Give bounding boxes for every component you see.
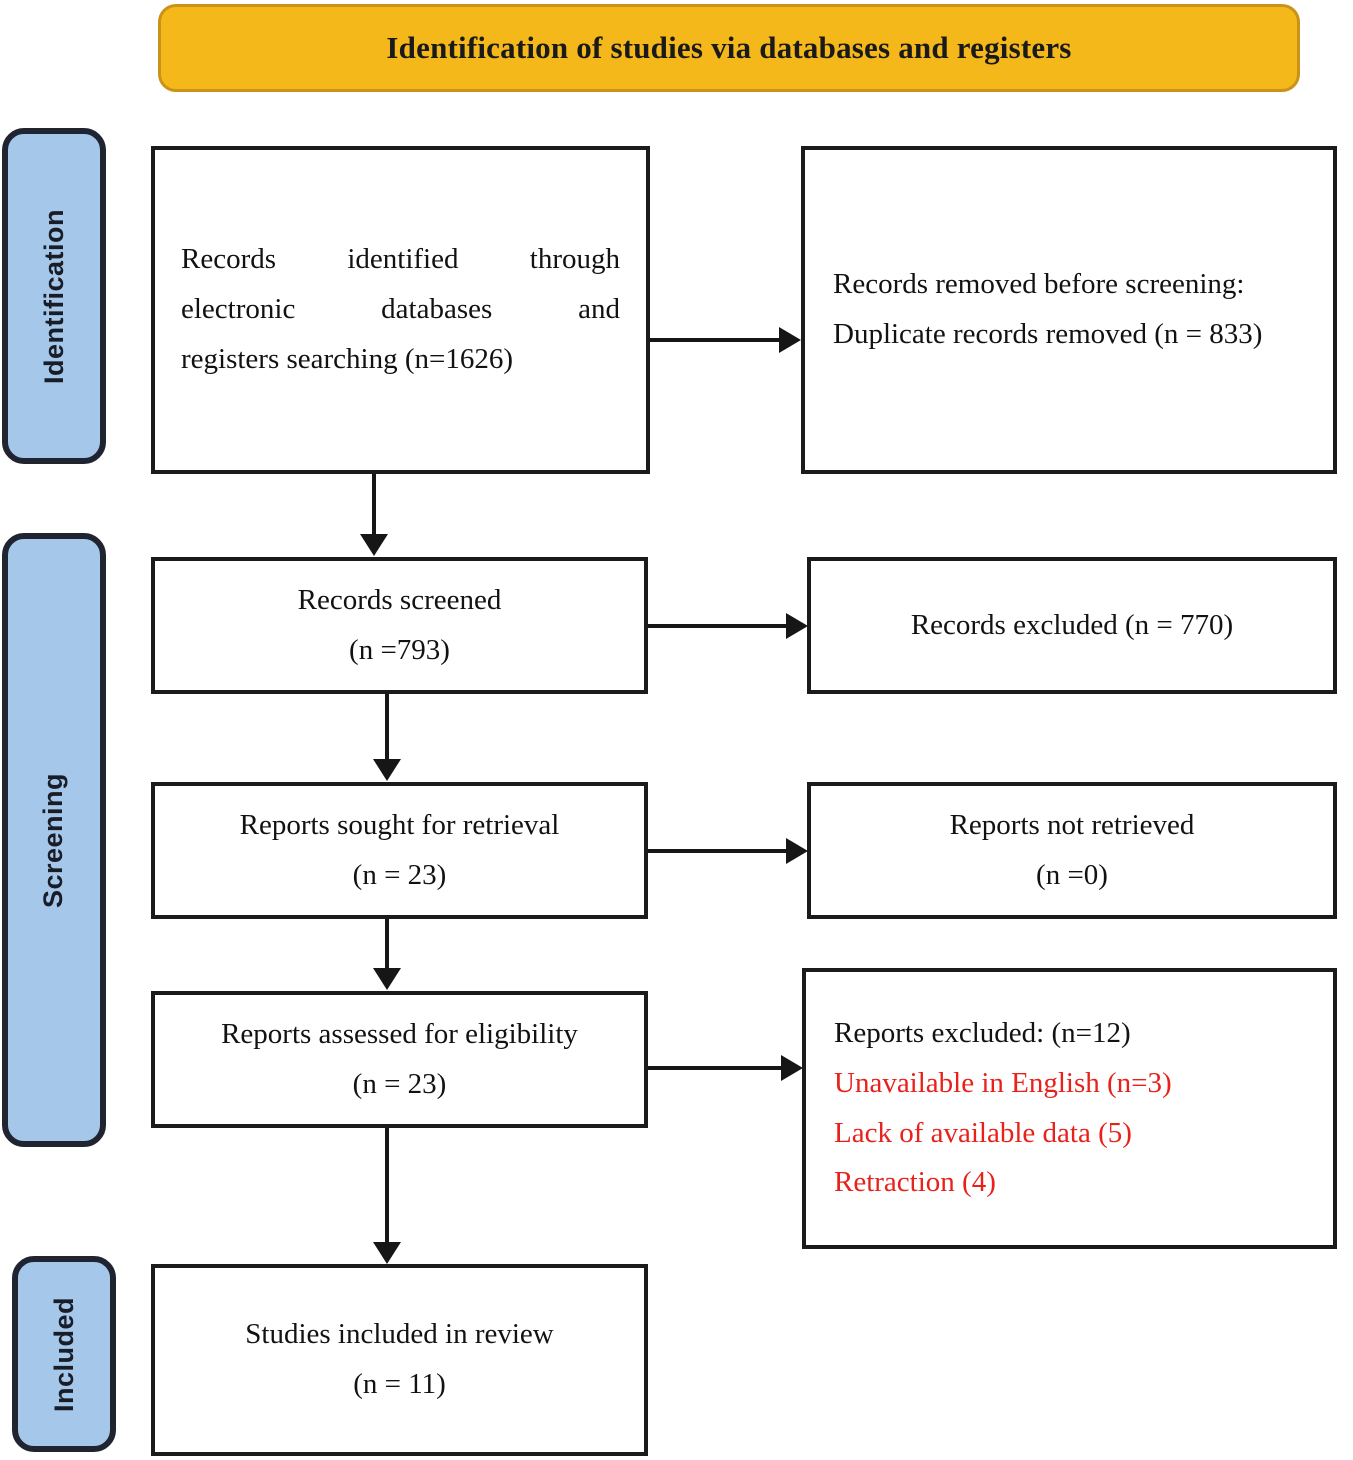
box-reports-excluded-reason-2: Lack of available data (5) [834,1116,1132,1149]
stage-label-identification: Identification [38,208,69,384]
box-records-removed: Records removed before screening: Duplic… [801,146,1337,474]
stage-chip-included: Included [12,1256,116,1452]
page-title: Identification of studies via databases … [386,30,1072,65]
arrowhead-assessed-to-included [373,1242,401,1264]
stage-label-screening: Screening [38,772,69,908]
box-reports-excluded-reason-1: Unavailable in English (n=3) [834,1066,1172,1099]
diagram-header-banner: Identification of studies via databases … [158,4,1300,92]
box-reports-assessed: Reports assessed for eligibility (n = 23… [151,991,648,1128]
box-records-identified-text: Records identified through electronic da… [155,235,646,385]
arrowhead-identified-to-screened [360,534,388,556]
box-reports-sought-line1: Reports sought for retrieval [239,808,560,841]
box-records-excluded-text: Records excluded (n = 770) [811,601,1333,651]
arrowhead-sought-to-assessed [373,968,401,990]
arrowhead-screened-to-sought [373,759,401,781]
box-reports-excluded-reason-3: Retraction (4) [834,1166,996,1199]
box-records-identified-line3: registers searching (n=1626) [181,342,514,375]
box-studies-included: Studies included in review (n = 11) [151,1264,648,1456]
box-records-screened: Records screened (n =793) [151,557,648,694]
connector-sought-to-not-retrieved [648,849,789,853]
arrowhead-screened-to-excluded [786,613,808,639]
arrowhead-identified-to-removed [779,327,801,353]
connector-identified-to-removed [650,338,782,342]
connector-assessed-to-included [385,1128,389,1245]
connector-screened-to-excluded [648,624,789,628]
box-studies-included-line1: Studies included in review [245,1318,554,1351]
box-reports-not-retrieved: Reports not retrieved (n =0) [807,782,1337,919]
stage-chip-screening: Screening [2,533,106,1147]
box-records-removed-line2: Duplicate records removed (n = 833) [833,318,1263,350]
box-reports-excluded: Reports excluded: (n=12) Unavailable in … [802,968,1337,1249]
box-records-screened-line2: (n =793) [349,633,450,666]
arrowhead-sought-to-not-retrieved [786,838,808,864]
box-records-identified: Records identified through electronic da… [151,146,650,474]
box-records-screened-text: Records screened (n =793) [155,576,644,676]
box-reports-sought-text: Reports sought for retrieval (n = 23) [155,801,644,901]
box-reports-assessed-text: Reports assessed for eligibility (n = 23… [155,1010,644,1110]
box-reports-assessed-line2: (n = 23) [352,1067,447,1100]
stage-chip-identification: Identification [2,128,106,464]
box-records-identified-line2: electronic databases and [181,293,620,326]
box-reports-excluded-line1: Reports excluded: (n=12) [834,1016,1131,1049]
box-reports-not-retrieved-text: Reports not retrieved (n =0) [811,801,1333,901]
arrowhead-assessed-to-reports-excluded [781,1055,803,1081]
box-records-excluded-line1: Records excluded (n = 770) [910,608,1234,641]
connector-assessed-to-reports-excluded [648,1066,784,1070]
box-studies-included-line2: (n = 11) [353,1368,446,1400]
connector-sought-to-assessed [385,919,389,970]
stage-label-included: Included [48,1296,79,1412]
box-records-removed-line1: Records removed before screening: [833,268,1245,301]
connector-identified-to-screened [372,474,376,536]
box-reports-not-retrieved-line2: (n =0) [1036,858,1108,891]
box-records-identified-line1: Records identified through [181,243,620,276]
box-records-screened-line1: Records screened [297,583,502,616]
box-records-excluded: Records excluded (n = 770) [807,557,1337,694]
box-reports-not-retrieved-line1: Reports not retrieved [949,808,1195,841]
box-reports-sought-line2: (n = 23) [352,858,447,891]
box-studies-included-text: Studies included in review (n = 11) [155,1310,644,1410]
box-reports-assessed-line1: Reports assessed for eligibility [221,1017,578,1050]
box-reports-sought: Reports sought for retrieval (n = 23) [151,782,648,919]
connector-screened-to-sought [385,694,389,761]
box-records-removed-text: Records removed before screening: Duplic… [805,260,1333,360]
box-reports-excluded-text: Reports excluded: (n=12) Unavailable in … [806,1009,1333,1209]
